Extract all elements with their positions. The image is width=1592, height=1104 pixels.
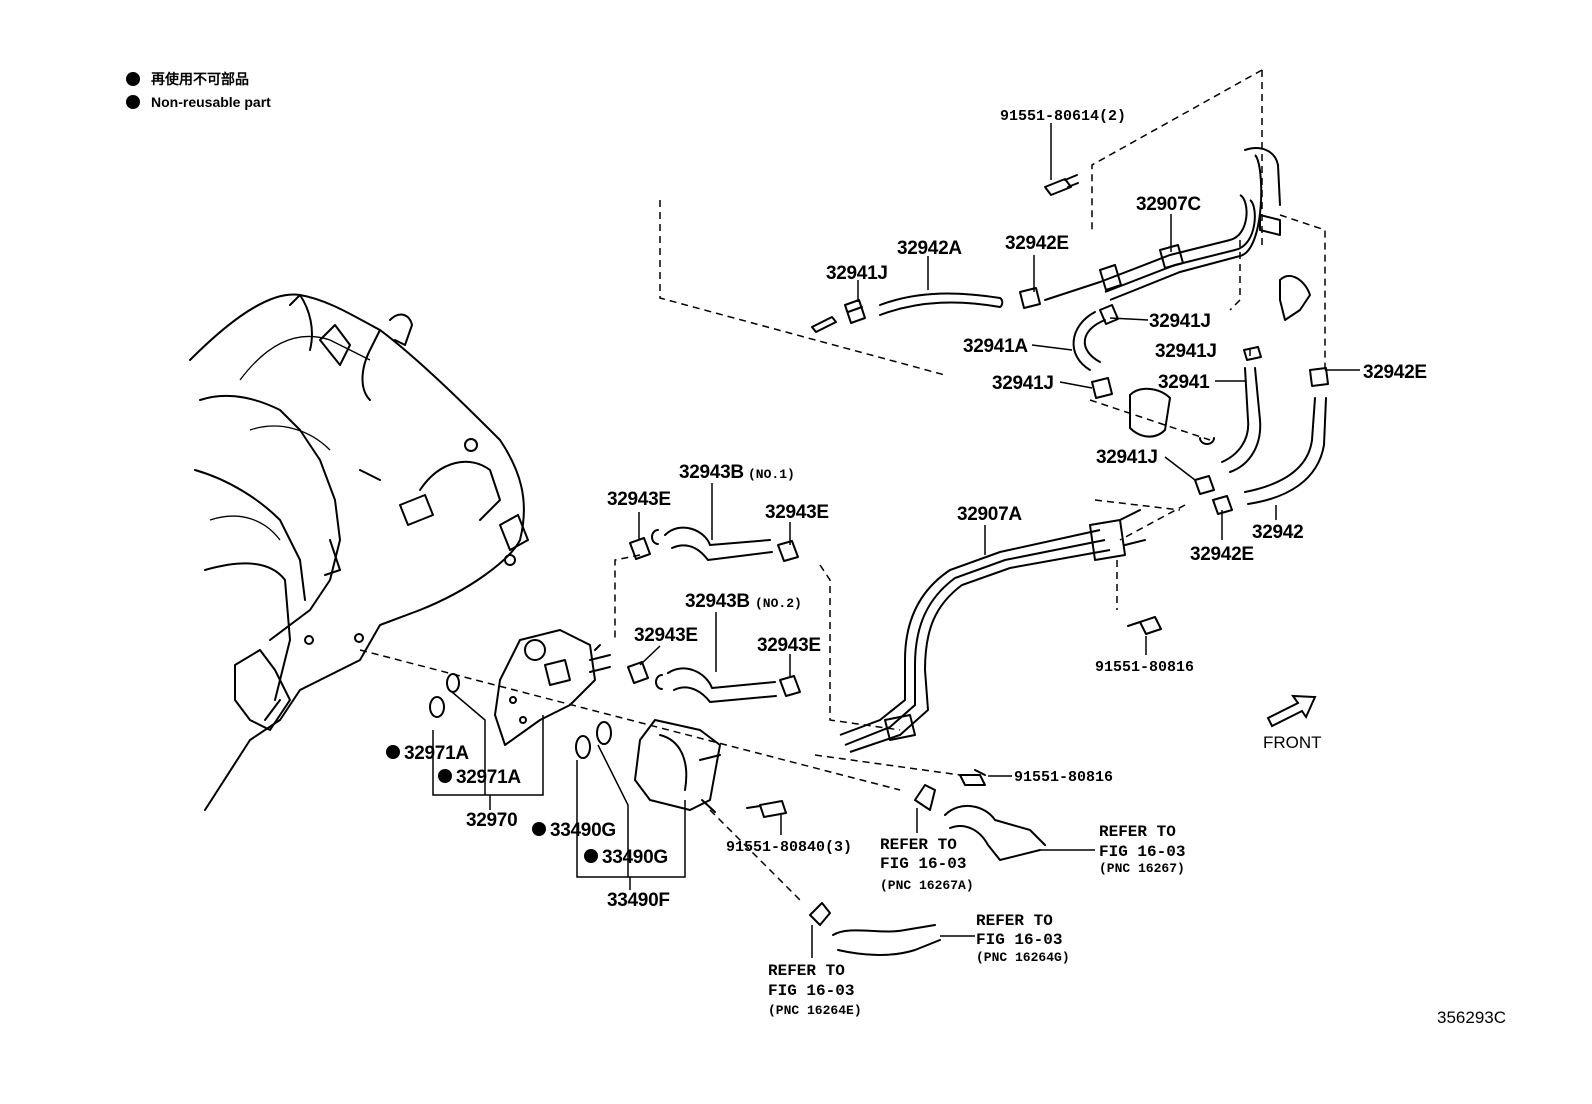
non-reusable-dot-icon	[438, 769, 452, 783]
part-label: 32941J	[1096, 447, 1158, 468]
part-label: 33490G	[550, 820, 616, 841]
tube-32907A-drawing	[839, 509, 1162, 786]
part-label: 91551-80816	[1014, 769, 1113, 786]
part-label: 32943E	[607, 489, 671, 510]
part-label: 32943B	[679, 462, 744, 483]
part-label: 32943E	[757, 635, 821, 656]
ref-callout-16267: REFER TO FIG 16-03 (PNC 16267)	[1099, 823, 1185, 876]
ref-callout-16267A: REFER TO FIG 16-03 (PNC 16267A)	[880, 836, 974, 893]
part-label: 32941	[1158, 372, 1210, 393]
part-label: 32907A	[957, 504, 1022, 525]
part-label: 32971A	[404, 743, 469, 764]
legend-en: Non-reusable part	[151, 94, 271, 110]
figure-id: 356293C	[1437, 1008, 1506, 1027]
front-label: FRONT	[1263, 733, 1322, 752]
part-label: 33490F	[607, 890, 670, 911]
legend-jp: 再使用不可部品	[151, 71, 249, 87]
ref-pnc: (PNC 16267)	[1099, 861, 1185, 876]
front-indicator: FRONT	[1263, 694, 1322, 752]
part-label: 32970	[466, 810, 517, 831]
reference-callouts: REFER TO FIG 16-03 (PNC 16267A) REFER TO…	[768, 823, 1185, 1018]
non-reusable-dot-icon	[584, 849, 598, 863]
ref-line: FIG 16-03	[976, 931, 1062, 949]
part-label: 32971A	[456, 767, 521, 788]
part-label: 32942	[1252, 522, 1303, 543]
front-arrow-icon	[1266, 694, 1317, 728]
part-label-suffix: (NO.2)	[755, 596, 802, 611]
ref-line: FIG 16-03	[1099, 843, 1185, 861]
part-label: 32942A	[897, 238, 962, 259]
ref-line: REFER TO	[768, 962, 845, 980]
legend-dot-icon	[126, 95, 140, 109]
hoses-32943B-drawing	[627, 526, 801, 703]
part-label: 32943E	[765, 502, 829, 523]
legend: 再使用不可部品 Non-reusable part	[126, 71, 271, 110]
part-labels: 91551-80614(2) 32907C 32942A 32942E 3294…	[386, 108, 1427, 911]
leader-lines	[432, 123, 1360, 958]
part-label: 33490G	[602, 847, 668, 868]
upper-hose-assembly	[811, 147, 1329, 515]
part-label: 32941J	[1155, 341, 1217, 362]
reference-hoses-drawing	[809, 784, 1046, 956]
non-reusable-dot-icon	[386, 745, 400, 759]
ref-line: REFER TO	[976, 912, 1053, 930]
transmission-housing-drawing	[189, 293, 529, 811]
non-reusable-dot-icon	[532, 822, 546, 836]
ref-pnc: (PNC 16264G)	[976, 950, 1070, 965]
part-label: 32942E	[1190, 544, 1254, 565]
ref-callout-16264G: REFER TO FIG 16-03 (PNC 16264G)	[976, 912, 1070, 965]
part-label: 32943E	[634, 625, 698, 646]
part-label: 32941J	[1149, 311, 1211, 332]
ref-line: REFER TO	[1099, 823, 1176, 841]
part-label: 32941J	[992, 373, 1054, 394]
part-label: 91551-80614(2)	[1000, 108, 1126, 125]
part-label: 32941J	[826, 263, 888, 284]
ref-line: FIG 16-03	[880, 855, 966, 873]
part-label: 32907C	[1136, 194, 1201, 215]
oil-cooler-drawing	[575, 719, 787, 818]
part-label: 91551-80816	[1095, 659, 1194, 676]
part-label: 91551-80840(3)	[726, 839, 852, 856]
legend-dot-icon	[126, 72, 140, 86]
ref-line: REFER TO	[880, 836, 957, 854]
ref-pnc: (PNC 16264E)	[768, 1003, 862, 1018]
part-label-suffix: (NO.1)	[748, 467, 795, 482]
part-label: 32942E	[1005, 233, 1069, 254]
part-label: 32942E	[1363, 362, 1427, 383]
ref-pnc: (PNC 16267A)	[880, 878, 974, 893]
ref-line: FIG 16-03	[768, 982, 854, 1000]
valve-body-drawing	[429, 629, 611, 746]
part-label: 32943B	[685, 591, 750, 612]
ref-callout-16264E: REFER TO FIG 16-03 (PNC 16264E)	[768, 962, 862, 1018]
part-label: 32941A	[963, 336, 1028, 357]
